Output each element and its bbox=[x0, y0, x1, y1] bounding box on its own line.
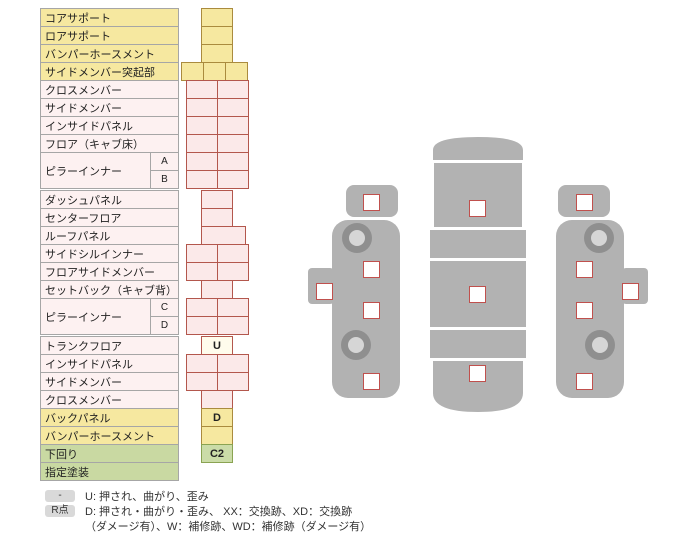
part-label: バンパーホースメント bbox=[40, 426, 179, 445]
part-label: サイドシルインナー bbox=[40, 244, 179, 263]
part-label: ピラーインナー bbox=[40, 298, 151, 335]
damage-checkbox-top-center[interactable] bbox=[469, 286, 486, 303]
part-label: ダッシュパネル bbox=[40, 190, 179, 209]
legend-row-r-cont: （ダメージ有）、W：補修跡、WD：補修跡（ダメージ有） bbox=[45, 519, 371, 533]
damage-checkbox-right-rear-door[interactable] bbox=[576, 302, 593, 319]
part-label: セットバック（キャブ背） bbox=[40, 280, 179, 299]
damage-checkbox-right-rear[interactable] bbox=[576, 373, 593, 390]
part-label: サイドメンバー bbox=[40, 98, 179, 117]
part-sublabel: D bbox=[150, 316, 179, 335]
windshield-band bbox=[430, 230, 526, 258]
damage-checkbox-left-front-door[interactable] bbox=[363, 261, 380, 278]
damage-cell[interactable] bbox=[201, 226, 246, 245]
damage-cell[interactable] bbox=[186, 316, 218, 335]
part-label: バックパネル bbox=[40, 408, 179, 427]
part-label: コアサポート bbox=[40, 8, 179, 27]
legend-text-u: U: 押され、曲がり、歪み bbox=[85, 491, 209, 503]
part-label: センターフロア bbox=[40, 208, 179, 227]
damage-cell[interactable] bbox=[217, 98, 249, 117]
part-sublabel: C bbox=[150, 298, 179, 317]
damage-cell[interactable] bbox=[201, 280, 233, 299]
part-sublabel: A bbox=[150, 152, 179, 171]
rear-window-band bbox=[430, 330, 526, 358]
damage-cell[interactable] bbox=[217, 152, 249, 171]
damage-cell[interactable] bbox=[217, 298, 249, 317]
damage-cell[interactable] bbox=[217, 372, 249, 391]
damage-cell[interactable] bbox=[217, 170, 249, 189]
damage-cell[interactable] bbox=[201, 8, 233, 27]
damage-cell[interactable] bbox=[186, 372, 218, 391]
damage-cell[interactable] bbox=[181, 62, 204, 81]
rear-bumper bbox=[433, 361, 523, 412]
damage-cell[interactable] bbox=[217, 262, 249, 281]
part-label: サイドメンバー bbox=[40, 372, 179, 391]
top-view-car bbox=[430, 137, 526, 412]
damage-cell-marked[interactable]: D bbox=[201, 408, 233, 427]
damage-cell[interactable] bbox=[186, 244, 218, 263]
front-bumper bbox=[433, 137, 523, 160]
damage-checkbox-left-rear-door[interactable] bbox=[363, 302, 380, 319]
damage-cell-marked[interactable]: U bbox=[201, 336, 233, 355]
damage-checkbox-top-rear[interactable] bbox=[469, 365, 486, 382]
part-label: ルーフパネル bbox=[40, 226, 179, 245]
damage-cell[interactable] bbox=[201, 426, 233, 445]
damage-cell[interactable] bbox=[186, 98, 218, 117]
damage-cell[interactable] bbox=[186, 152, 218, 171]
part-label: ピラーインナー bbox=[40, 152, 151, 189]
part-label: サイドメンバー突起部 bbox=[40, 62, 179, 81]
car-diagram bbox=[308, 137, 648, 412]
damage-cell[interactable] bbox=[201, 390, 233, 409]
damage-cell[interactable] bbox=[201, 44, 233, 63]
damage-cell[interactable] bbox=[217, 134, 249, 153]
part-label: 下回り bbox=[40, 444, 179, 463]
damage-cell[interactable] bbox=[217, 80, 249, 99]
damage-cell[interactable] bbox=[186, 116, 218, 135]
legend-badge-dash: - bbox=[45, 490, 75, 502]
damage-cell[interactable] bbox=[217, 116, 249, 135]
part-label: 指定塗装 bbox=[40, 462, 179, 481]
damage-checkbox-left-front[interactable] bbox=[363, 194, 380, 211]
part-label: バンパーホースメント bbox=[40, 44, 179, 63]
damage-cell[interactable] bbox=[203, 62, 226, 81]
damage-checkbox-right-front-door[interactable] bbox=[576, 261, 593, 278]
damage-cell[interactable] bbox=[186, 262, 218, 281]
part-label: クロスメンバー bbox=[40, 80, 179, 99]
part-label: ロアサポート bbox=[40, 26, 179, 45]
parts-table: コアサポートロアサポートバンパーホースメントサイドメンバー突起部クロスメンバーサ… bbox=[40, 8, 295, 490]
damage-checkbox-right-front[interactable] bbox=[576, 194, 593, 211]
part-label: フロアサイドメンバー bbox=[40, 262, 179, 281]
part-label: フロア（キャブ床） bbox=[40, 134, 179, 153]
damage-cell[interactable] bbox=[186, 354, 218, 373]
part-label: トランクフロア bbox=[40, 336, 179, 355]
part-label: クロスメンバー bbox=[40, 390, 179, 409]
damage-cell[interactable] bbox=[186, 80, 218, 99]
legend-badge-rpoint: R点 bbox=[45, 505, 75, 517]
legend-row-r: R点 D: 押され・曲がり・歪み、 XX：交換跡、XD：交換跡 bbox=[45, 504, 371, 518]
damage-cell[interactable] bbox=[217, 354, 249, 373]
damage-cell[interactable] bbox=[201, 26, 233, 45]
damage-cell[interactable] bbox=[201, 190, 233, 209]
part-label: インサイドパネル bbox=[40, 354, 179, 373]
damage-cell[interactable] bbox=[186, 298, 218, 317]
damage-cell-marked[interactable]: C2 bbox=[201, 444, 233, 463]
damage-cell[interactable] bbox=[201, 208, 233, 227]
damage-checkbox-right-rocker[interactable] bbox=[622, 283, 639, 300]
damage-checkbox-top-front[interactable] bbox=[469, 200, 486, 217]
damage-checkbox-left-rocker[interactable] bbox=[316, 283, 333, 300]
part-label: インサイドパネル bbox=[40, 116, 179, 135]
damage-cell[interactable] bbox=[225, 62, 248, 81]
legend-text-d-cont: （ダメージ有）、W：補修跡、WD：補修跡（ダメージ有） bbox=[85, 521, 372, 533]
part-sublabel: B bbox=[150, 170, 179, 189]
damage-cell[interactable] bbox=[217, 316, 249, 335]
legend-row-u: - U: 押され、曲がり、歪み bbox=[45, 489, 371, 503]
damage-cell[interactable] bbox=[186, 134, 218, 153]
damage-cell[interactable] bbox=[217, 244, 249, 263]
damage-cell[interactable] bbox=[186, 170, 218, 189]
damage-checkbox-left-rear[interactable] bbox=[363, 373, 380, 390]
hood bbox=[434, 163, 522, 227]
legend: - U: 押され、曲がり、歪み R点 D: 押され・曲がり・歪み、 XX：交換跡… bbox=[45, 489, 371, 534]
legend-text-d: D: 押され・曲がり・歪み、 XX：交換跡、XD：交換跡 bbox=[85, 506, 353, 518]
